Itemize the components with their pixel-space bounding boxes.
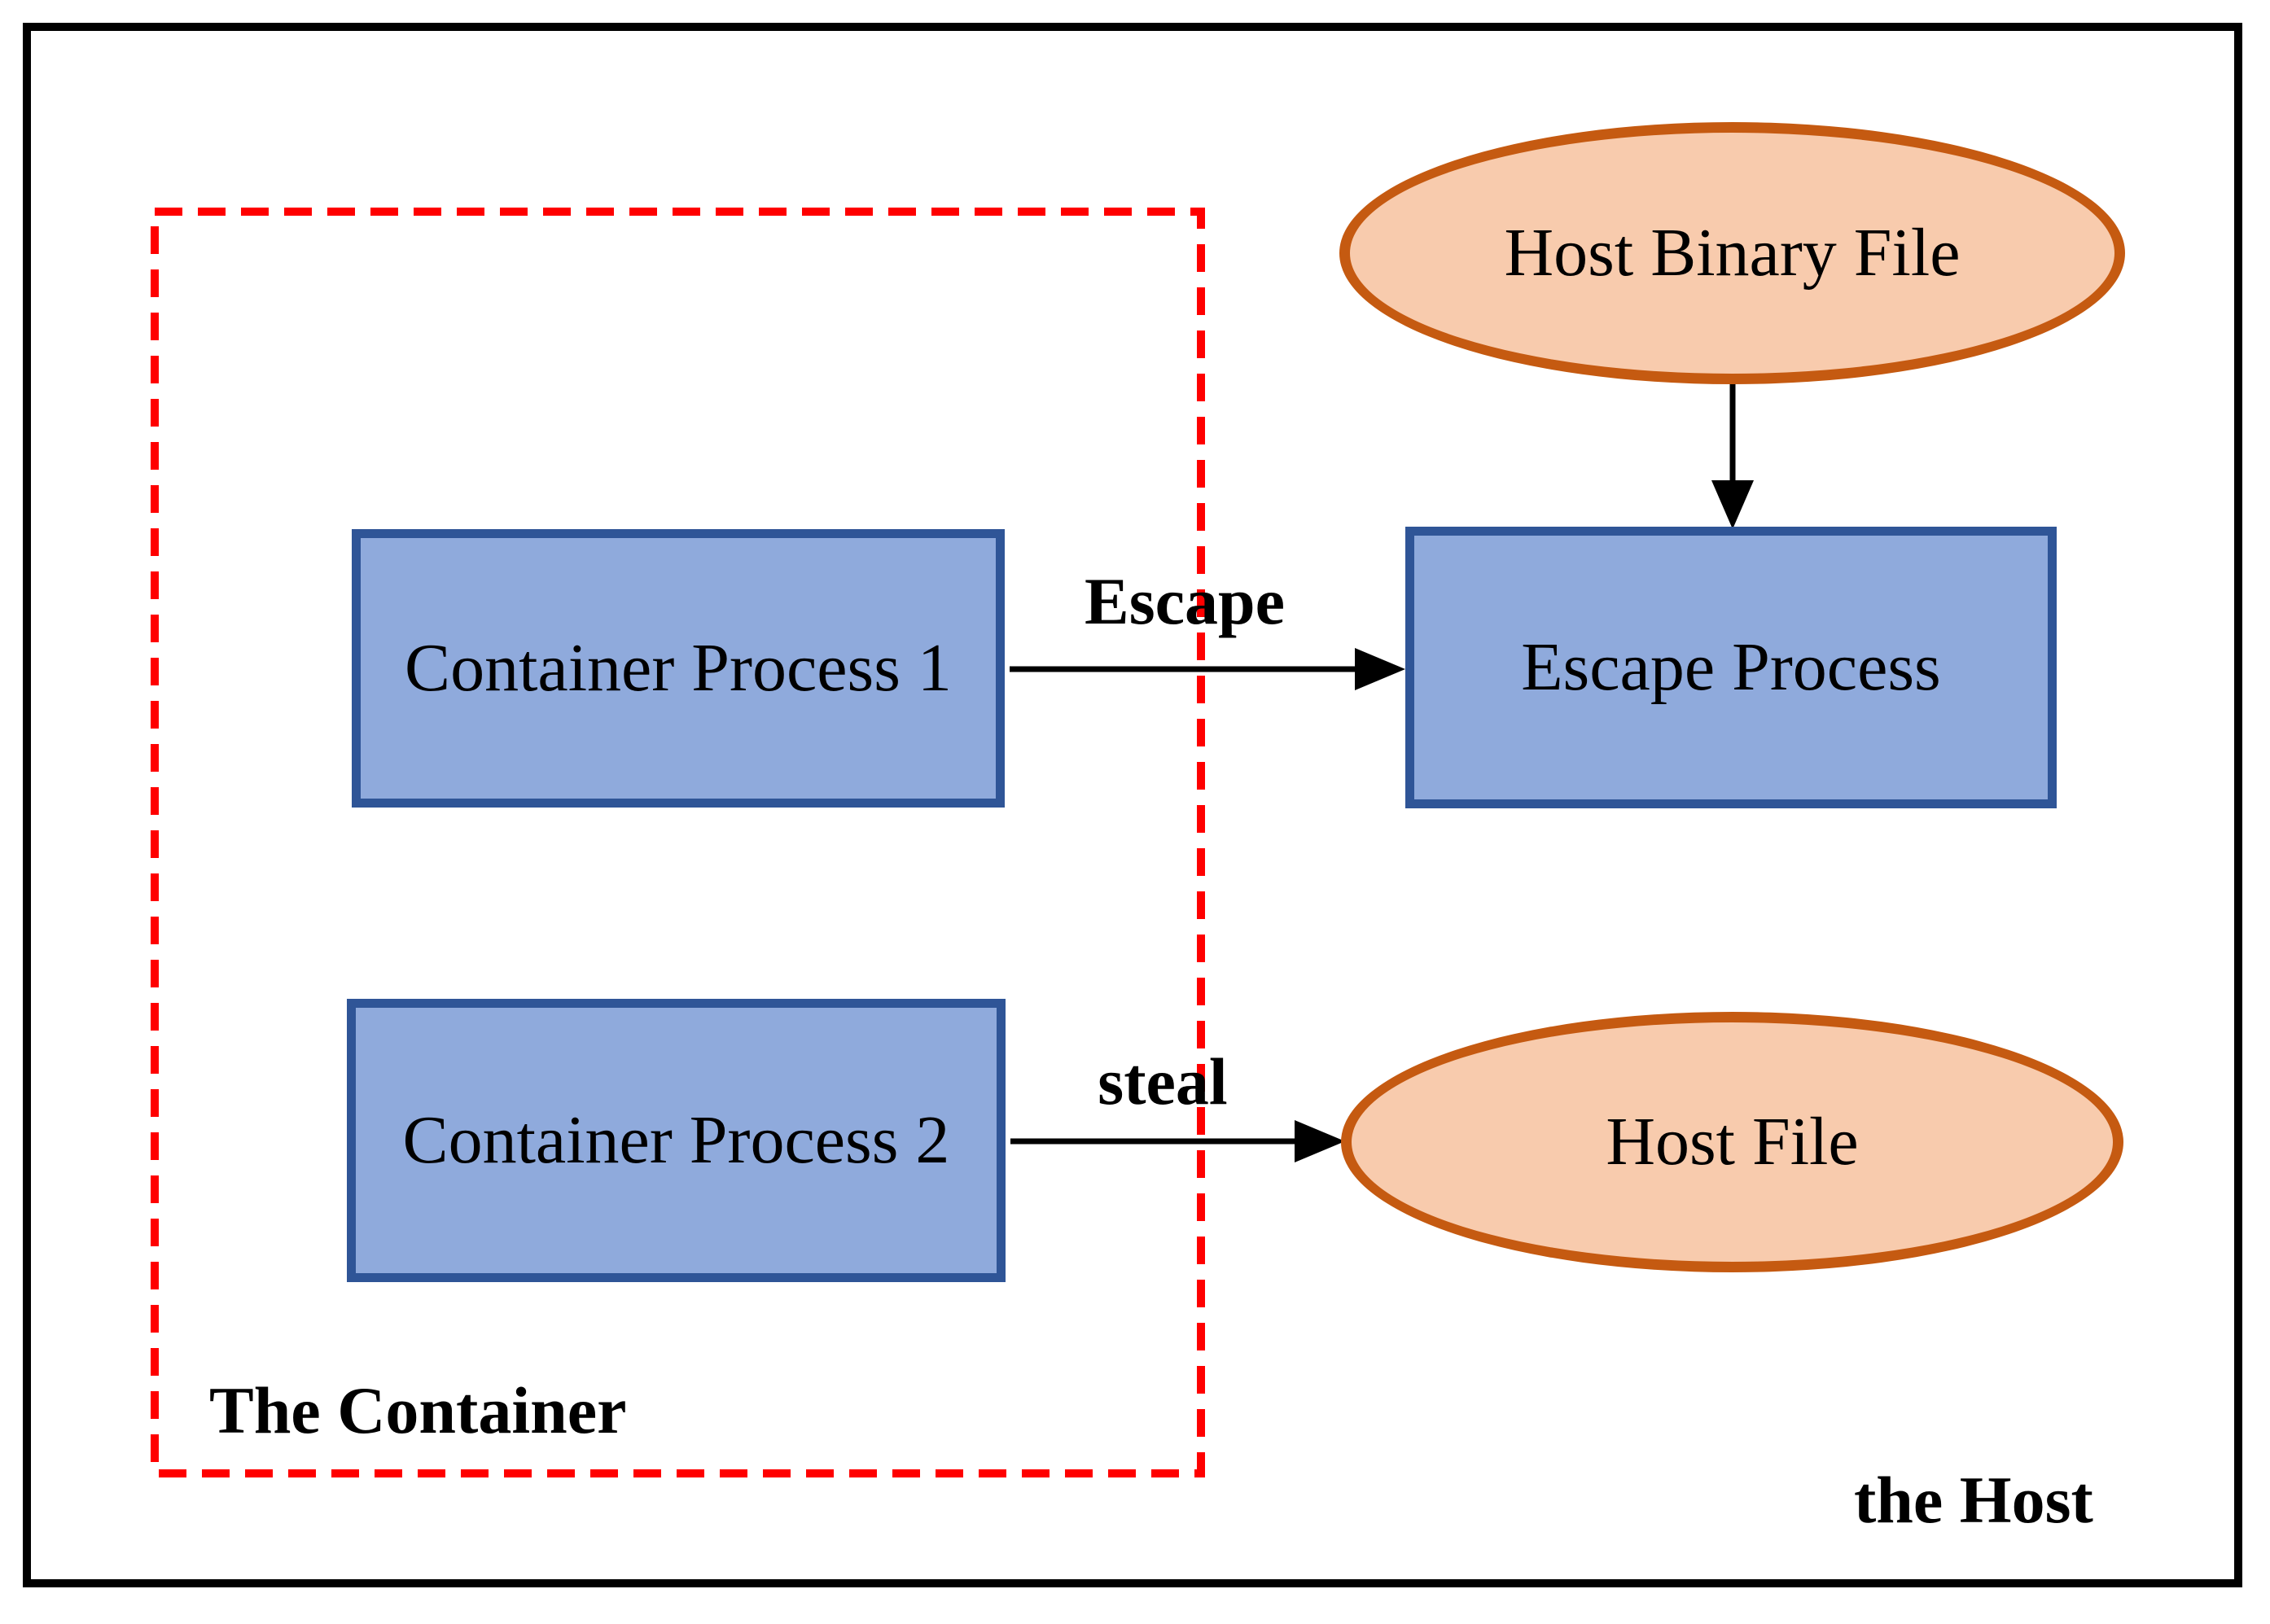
escape-process-label: Escape Process <box>1521 628 1941 705</box>
node-escape-process: Escape Process <box>1405 527 2057 808</box>
edge-steal-arrow <box>1010 1120 1345 1162</box>
host-binary-file-label: Host Binary File <box>1504 214 1961 291</box>
edge-binary-to-escape-arrow <box>1711 383 1754 529</box>
container-boundary <box>151 208 1205 1477</box>
host-boundary <box>23 23 2242 1587</box>
container-process-2-label: Container Process 2 <box>402 1101 950 1178</box>
host-file-label: Host File <box>1606 1103 1859 1180</box>
node-container-process-2: Container Process 2 <box>347 999 1006 1282</box>
container-region-label: The Container <box>209 1373 627 1447</box>
escape-edge-label: Escape <box>1085 564 1285 638</box>
edge-escape-arrow <box>1010 648 1405 690</box>
container-process-1-label: Container Process 1 <box>405 629 952 706</box>
steal-edge-label: steal <box>1098 1044 1228 1118</box>
node-host-binary-file: Host Binary File <box>1339 122 2125 384</box>
node-container-process-1: Container Process 1 <box>352 529 1005 808</box>
node-host-file: Host File <box>1341 1012 2123 1272</box>
host-region-label: the Host <box>1854 1463 2093 1537</box>
